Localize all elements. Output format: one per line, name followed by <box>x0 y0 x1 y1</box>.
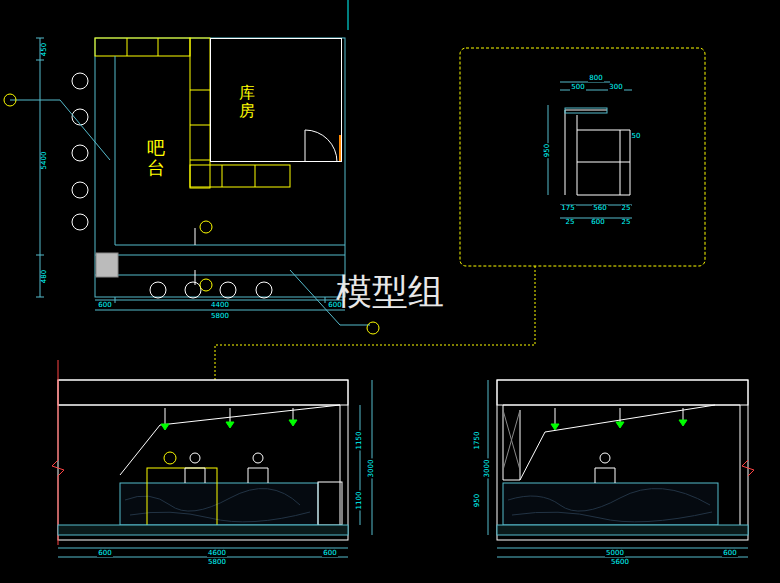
storeroom: 库房 <box>210 38 342 162</box>
dimension: 450 <box>42 41 49 56</box>
dimension: 5000 <box>605 550 625 557</box>
dimension: 4400 <box>210 302 230 309</box>
room-label: 吧台 <box>147 138 165 178</box>
dimension: 800 <box>588 75 603 82</box>
dimension: 300 <box>608 84 623 91</box>
dimension: 5800 <box>210 313 230 320</box>
dimension: 175 <box>560 205 575 212</box>
dimension: 5400 <box>41 150 48 170</box>
dimension: 600 <box>722 550 737 557</box>
dimension: 560 <box>592 205 607 212</box>
dimension: 1150 <box>356 430 363 450</box>
watermark: 模型组 <box>335 274 445 310</box>
dimension: 600 <box>97 550 112 557</box>
dimension: 5800 <box>207 559 227 566</box>
dimension: 950 <box>545 142 552 157</box>
bar-area: 吧台 库房 <box>95 38 345 297</box>
dimension: 600 <box>322 550 337 557</box>
dimension: 4600 <box>207 550 227 557</box>
dimension: 50 <box>631 133 642 140</box>
dimension: 600 <box>590 219 605 226</box>
dimension: 25 <box>621 219 632 226</box>
dimension: 1100 <box>356 490 363 510</box>
room-label: 库房 <box>239 84 255 119</box>
dimension: 3000 <box>368 458 375 478</box>
dimension: 950 <box>475 492 482 507</box>
dimension: 1750 <box>474 430 481 450</box>
dimension: 25 <box>565 219 576 226</box>
dimension: 3000 <box>484 458 491 478</box>
dimension: 500 <box>570 84 585 91</box>
dimension: 5600 <box>610 559 630 566</box>
dimension: 25 <box>621 205 632 212</box>
dimension: 480 <box>42 268 49 283</box>
dimension: 600 <box>97 302 112 309</box>
